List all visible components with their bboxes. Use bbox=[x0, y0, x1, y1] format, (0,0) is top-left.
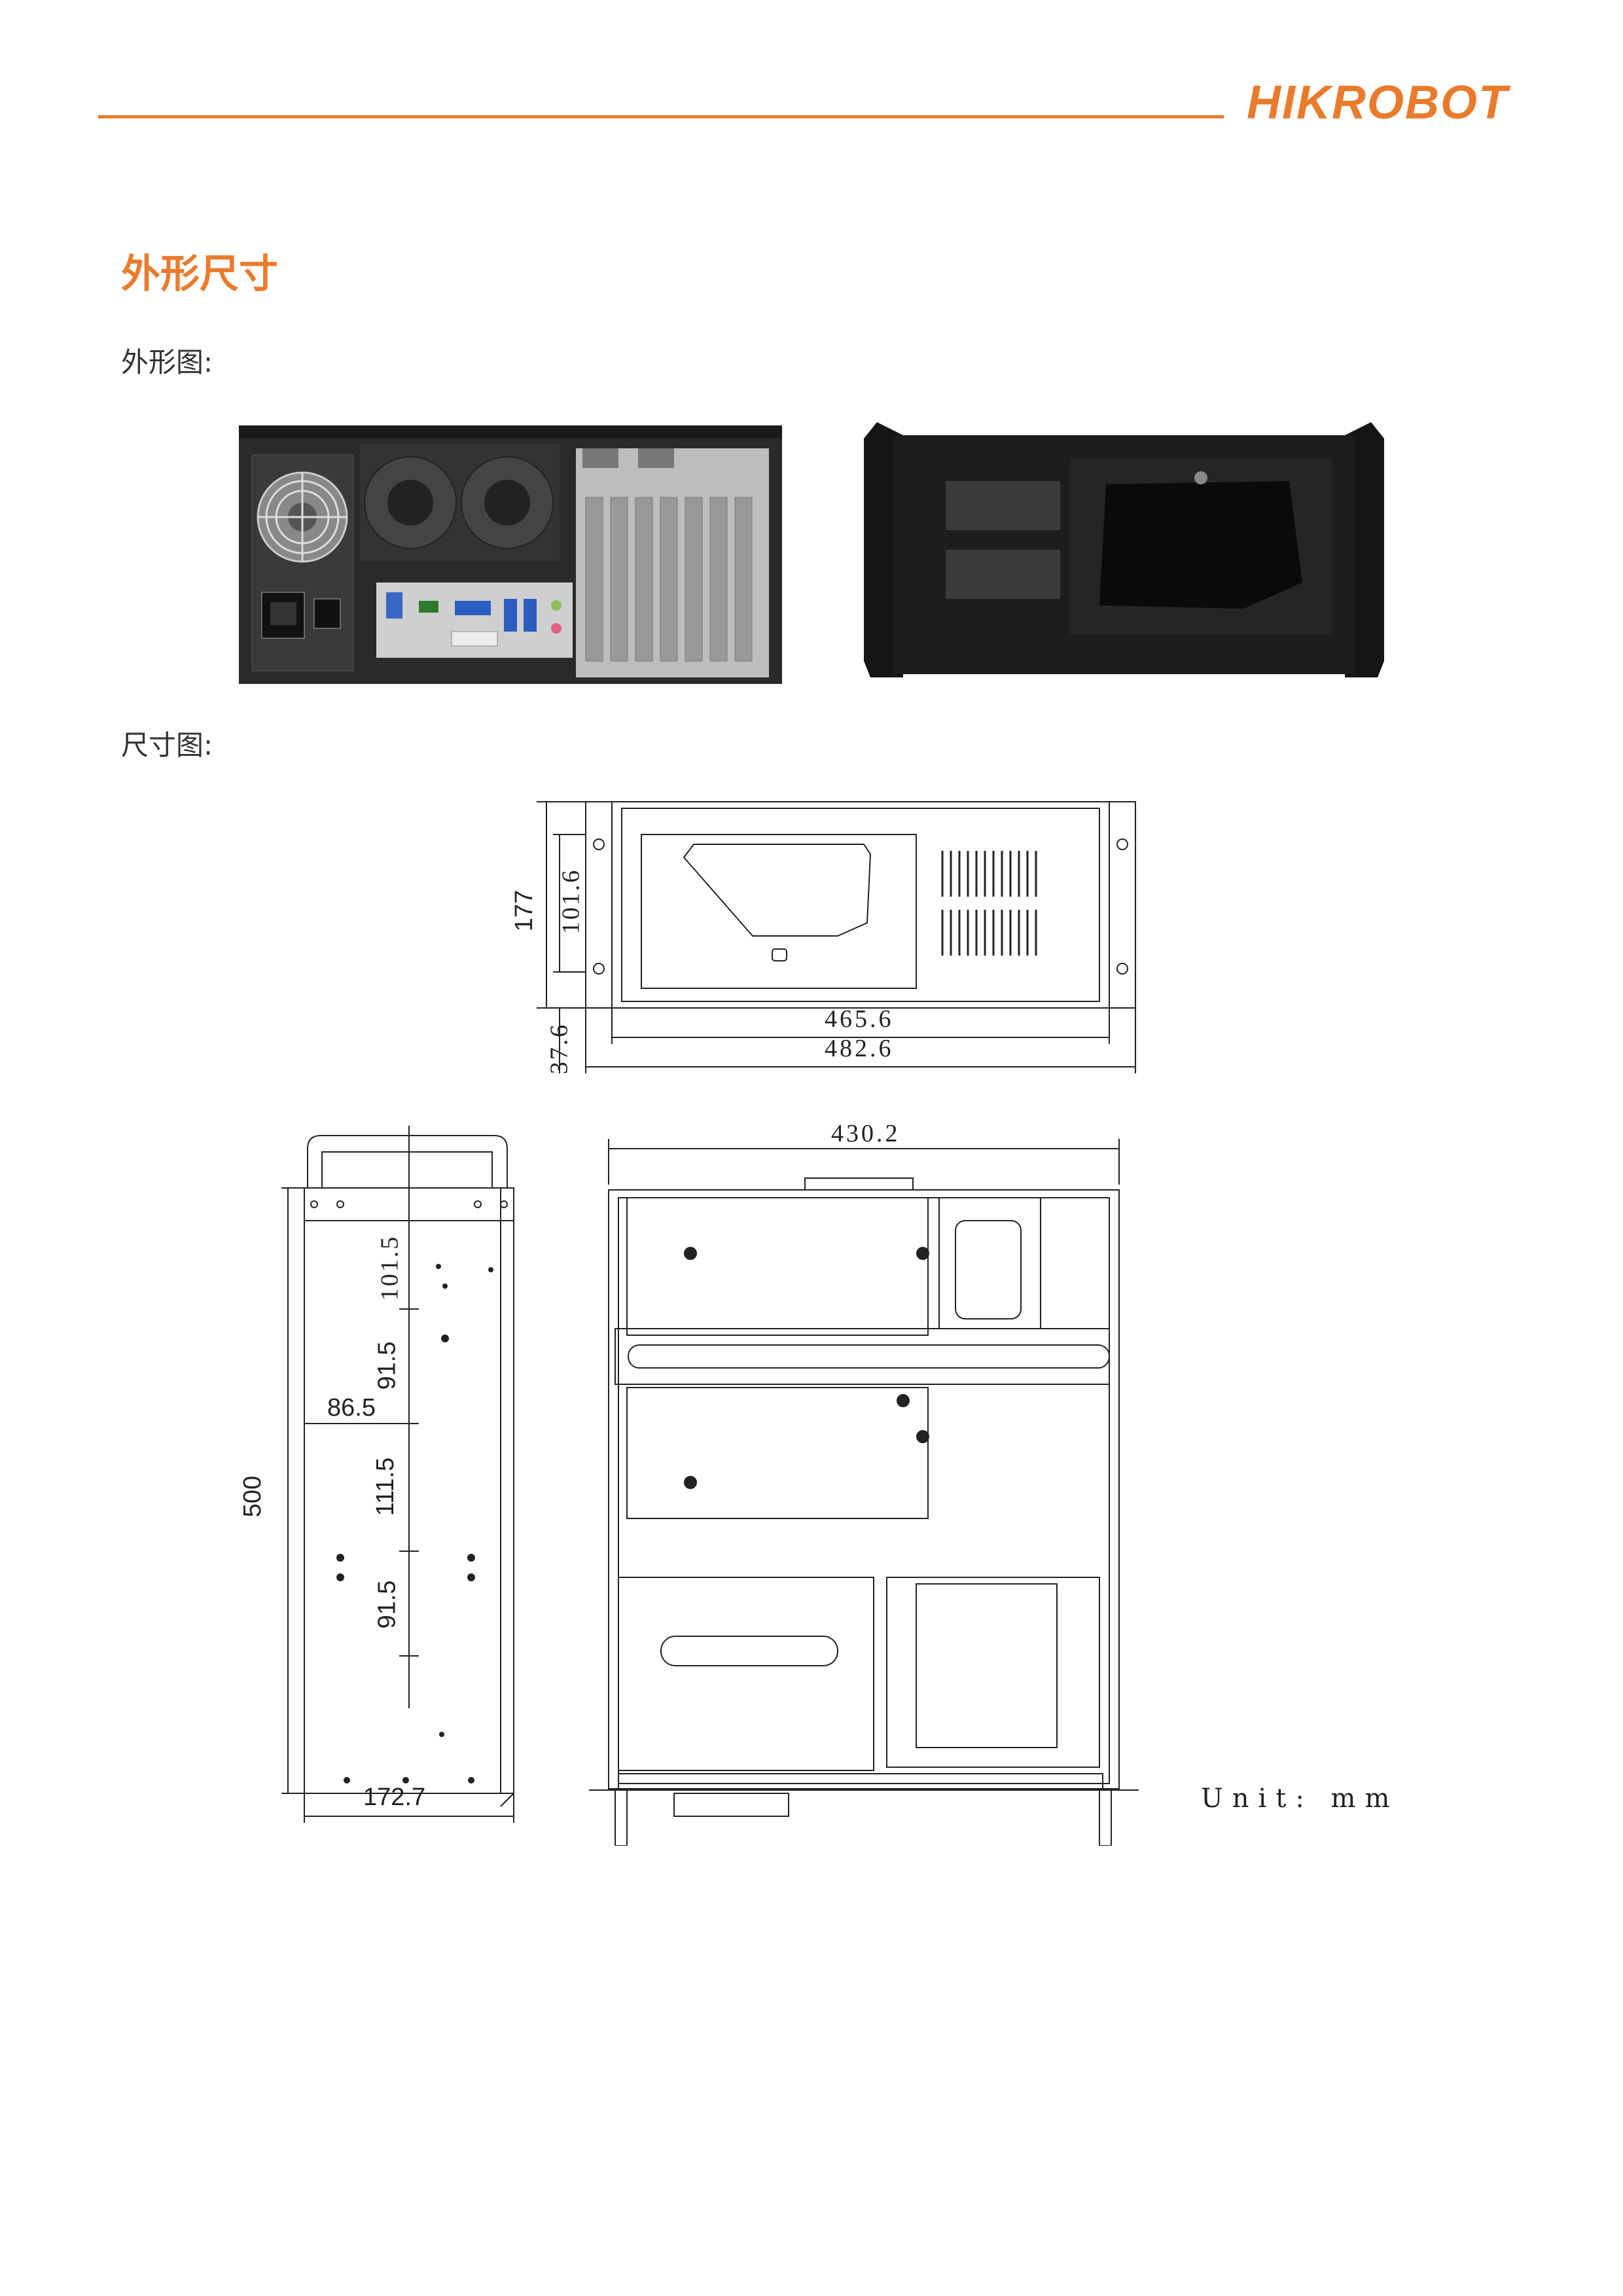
section-title: 外形尺寸 bbox=[121, 251, 278, 297]
dim-side-length: 500 bbox=[239, 1475, 267, 1518]
dim-front-width-inner: 465.6 bbox=[825, 1005, 894, 1033]
dim-side-d1: 101.5 bbox=[376, 1234, 404, 1301]
dim-side-d4: 111.5 bbox=[372, 1457, 400, 1516]
dimension-label: 尺寸图: bbox=[121, 729, 213, 761]
brand-logo: HIKROBOT bbox=[1247, 77, 1508, 129]
dim-front-bottom-offset: 37.6 bbox=[545, 1022, 573, 1075]
fan-icon bbox=[257, 471, 348, 563]
front-dimension-drawing: 177 101.6 37.6 465.6 482.6 bbox=[497, 782, 1171, 1077]
rear-view-photo bbox=[239, 425, 782, 684]
dim-side-d2: 91.5 bbox=[373, 1341, 401, 1390]
front-view-photo bbox=[857, 419, 1391, 691]
appearance-label: 外形图: bbox=[121, 346, 213, 378]
side-dimension-drawing: 500 101.5 91.5 86.5 111.5 91.5 172.7 bbox=[239, 1126, 543, 1839]
dim-front-height-total: 177 bbox=[510, 889, 539, 932]
header-rule bbox=[98, 115, 1224, 118]
dim-side-width: 172.7 bbox=[363, 1784, 426, 1811]
dim-side-d3: 86.5 bbox=[327, 1394, 376, 1422]
dim-front-width-total: 482.6 bbox=[825, 1035, 894, 1062]
dim-front-height-window: 101.6 bbox=[557, 868, 585, 935]
lock-icon bbox=[1194, 471, 1207, 484]
unit-label: Unit: mm bbox=[1201, 1784, 1399, 1814]
top-dimension-drawing: 430.2 bbox=[576, 1119, 1139, 1846]
dim-side-d5: 91.5 bbox=[373, 1580, 401, 1629]
dim-top-width: 430.2 bbox=[831, 1120, 901, 1147]
power-socket-icon bbox=[261, 592, 341, 639]
